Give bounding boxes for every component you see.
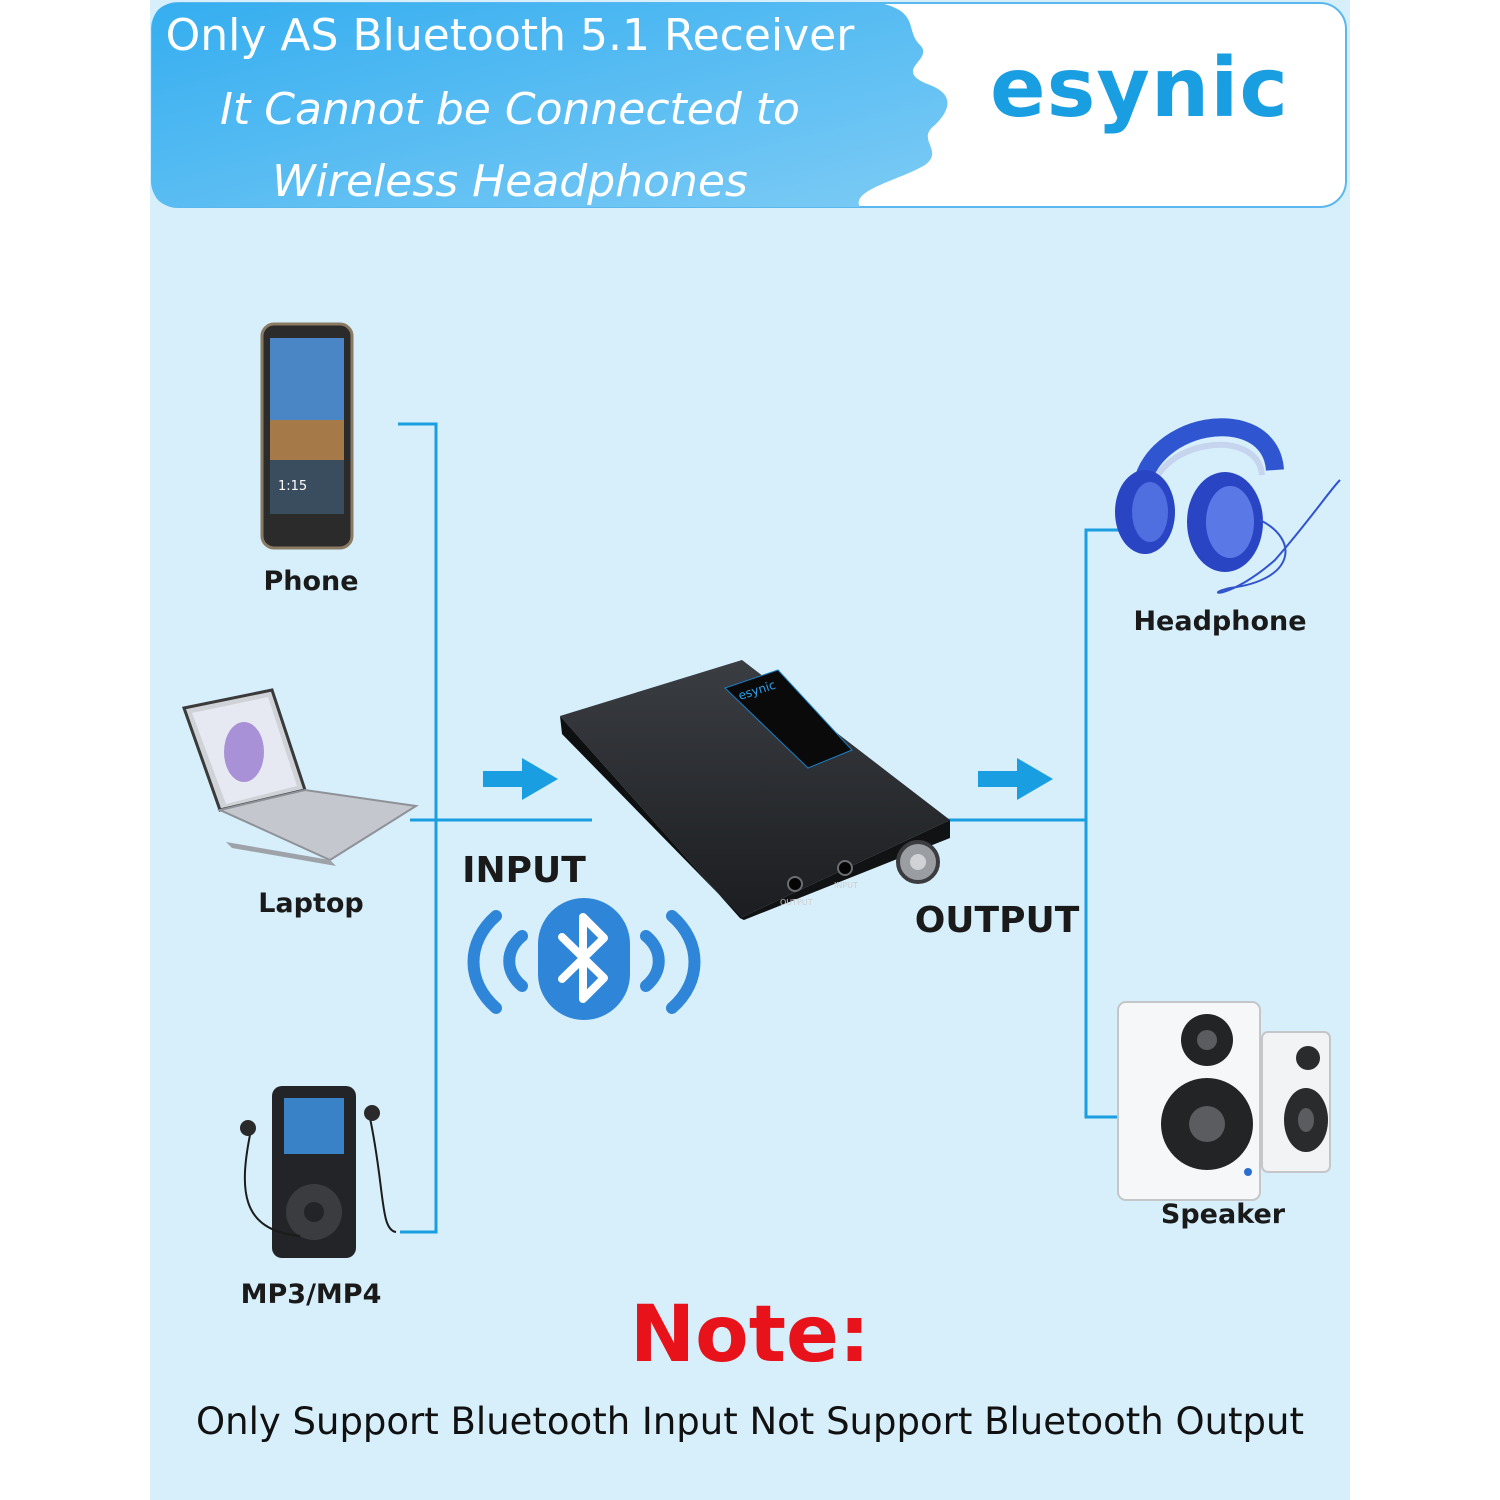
input-connector-lines bbox=[398, 422, 592, 1234]
mp3-player-icon bbox=[240, 1086, 397, 1258]
note-title: Note: bbox=[629, 1290, 871, 1380]
speaker-label: Speaker bbox=[1160, 1199, 1286, 1230]
input-label: INPUT bbox=[462, 850, 586, 891]
brand-logo: esynic bbox=[990, 41, 1289, 136]
headphone-icon bbox=[1115, 418, 1341, 594]
receiver-device-icon: esynic OUTPUT INPUT bbox=[560, 660, 950, 920]
arrow-right-icon bbox=[978, 758, 1053, 800]
speaker-icon bbox=[1117, 1001, 1331, 1201]
phone-label: Phone bbox=[263, 566, 359, 597]
phone-icon: 1:15 bbox=[260, 322, 354, 550]
bluetooth-icon bbox=[467, 898, 701, 1020]
device-output-port-label: OUTPUT bbox=[780, 898, 813, 907]
banner-line-2: It Cannot be Connected to bbox=[220, 84, 800, 135]
note-text: Only Support Bluetooth Input Not Support… bbox=[196, 1400, 1304, 1443]
arrow-right-icon bbox=[483, 758, 558, 800]
phone-clock: 1:15 bbox=[278, 479, 307, 494]
laptop-label: Laptop bbox=[258, 888, 364, 919]
banner-line-1: Only AS Bluetooth 5.1 Receiver bbox=[165, 10, 855, 61]
output-label: OUTPUT bbox=[914, 900, 1080, 941]
mp3-label: MP3/MP4 bbox=[240, 1279, 382, 1310]
output-connector-lines bbox=[948, 528, 1126, 1119]
banner-line-3: Wireless Headphones bbox=[272, 156, 748, 207]
device-input-port-label: INPUT bbox=[834, 881, 858, 890]
headphone-label: Headphone bbox=[1133, 606, 1307, 637]
laptop-icon bbox=[182, 688, 419, 866]
